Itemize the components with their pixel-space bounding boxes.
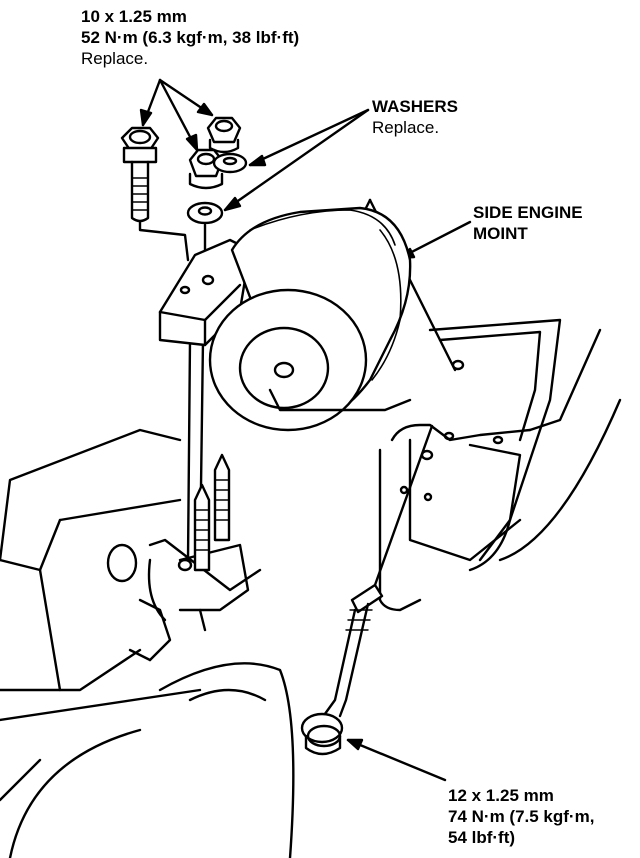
side-engine-mount — [208, 206, 412, 432]
frame-bracket — [378, 318, 622, 612]
through-bolt-leader-line — [346, 738, 447, 782]
through-bolt-icon — [300, 424, 434, 756]
top-nut-icon — [206, 116, 242, 154]
side-mount-callout: SIDE ENGINE MOINT — [473, 202, 583, 244]
through-bolt-size: 12 x 1.25 mm — [448, 786, 554, 805]
washers-callout: WASHERS Replace. — [372, 96, 458, 138]
side-mount-line1: SIDE ENGINE — [473, 203, 583, 222]
top-bolt-torque: 52 N·m (6.3 kgf·m, 38 lbf·ft) — [81, 28, 300, 47]
mount-studs — [177, 453, 231, 572]
top-bolt-leader-lines — [139, 78, 214, 152]
side-mount-line2: MOINT — [473, 224, 528, 243]
through-bolt-callout: 12 x 1.25 mm 74 N·m (7.5 kgf·m, 54 lbf·f… — [448, 785, 594, 848]
washer-icon — [186, 152, 248, 225]
engine-block — [0, 428, 262, 722]
through-bolt-torque-2: 54 lbf·ft) — [448, 828, 516, 847]
washers-note: Replace. — [372, 118, 440, 137]
through-bolt-torque-1: 74 N·m (7.5 kgf·m, — [448, 807, 595, 826]
top-bolt-callout: 10 x 1.25 mm 52 N·m (6.3 kgf·m, 38 lbf·f… — [81, 6, 299, 69]
lower-body-curves — [0, 662, 295, 858]
middle-nut-icon — [188, 148, 224, 190]
washers-title: WASHERS — [372, 97, 458, 116]
top-bolt-size: 10 x 1.25 mm — [81, 7, 187, 26]
washer-leader-lines — [223, 108, 370, 212]
top-bolt-note: Replace. — [81, 49, 149, 68]
top-left-bolt-icon — [120, 126, 160, 223]
